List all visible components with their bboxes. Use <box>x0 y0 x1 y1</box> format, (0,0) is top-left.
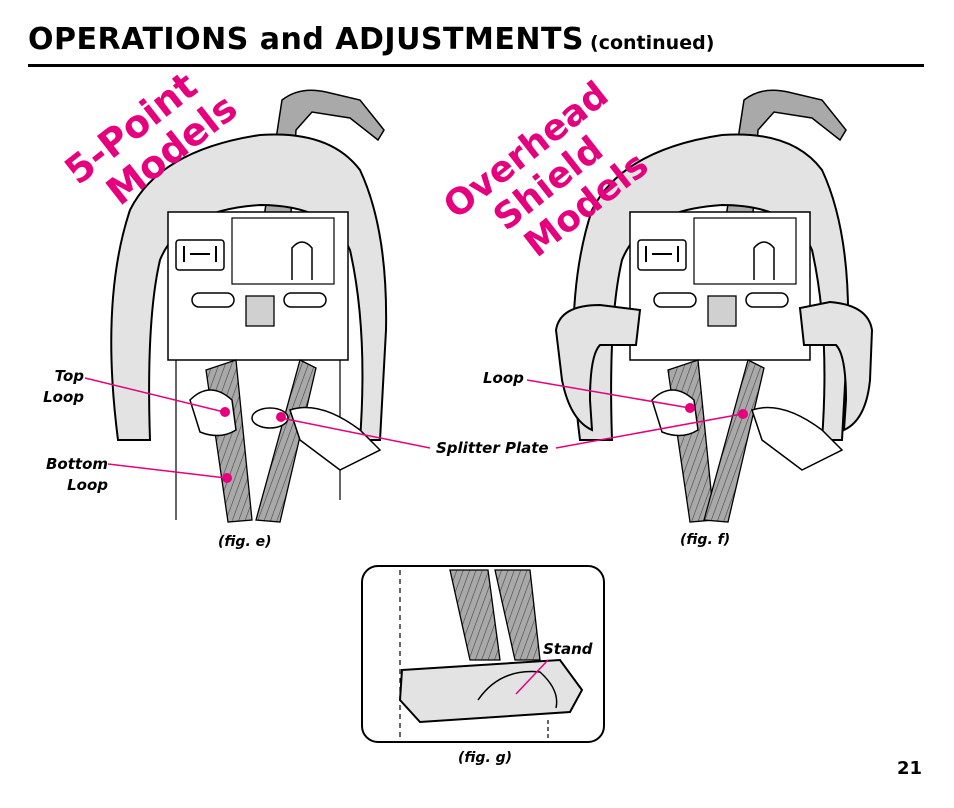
header-rule <box>28 64 924 67</box>
figure-e-illustration <box>110 89 388 523</box>
caption-fig-e: (fig. e) <box>218 534 272 550</box>
top-loop-label-line2: Loop <box>43 388 84 406</box>
splitter-plate-marker-f <box>738 409 748 419</box>
top-loop-marker <box>220 407 230 417</box>
loop-marker <box>685 403 695 413</box>
page-title: OPERATIONS and ADJUSTMENTS <box>28 22 585 57</box>
caption-fig-f: (fig. f) <box>680 532 731 548</box>
bottom-loop-label: Bottom Loop <box>28 454 108 496</box>
page-header: OPERATIONS and ADJUSTMENTS(continued) <box>28 22 924 57</box>
figure-f-illustration <box>554 89 874 523</box>
callout-lines <box>84 377 748 695</box>
top-loop-label: Top Loop <box>28 366 84 408</box>
page-number: 21 <box>896 758 922 779</box>
bottom-loop-label-line2: Loop <box>67 476 108 494</box>
bottom-loop-marker <box>222 473 232 483</box>
bottom-loop-label-line1: Bottom <box>45 455 108 473</box>
stand-label: Stand <box>543 640 593 658</box>
caption-fig-g: (fig. g) <box>458 750 513 766</box>
figure-g-illustration <box>361 565 605 743</box>
splitter-plate-label: Splitter Plate <box>436 439 549 457</box>
splitter-plate-marker-e <box>276 412 286 422</box>
top-loop-label-line1: Top <box>54 367 84 385</box>
loop-label: Loop <box>483 369 524 387</box>
page-title-continued: (continued) <box>590 32 715 54</box>
